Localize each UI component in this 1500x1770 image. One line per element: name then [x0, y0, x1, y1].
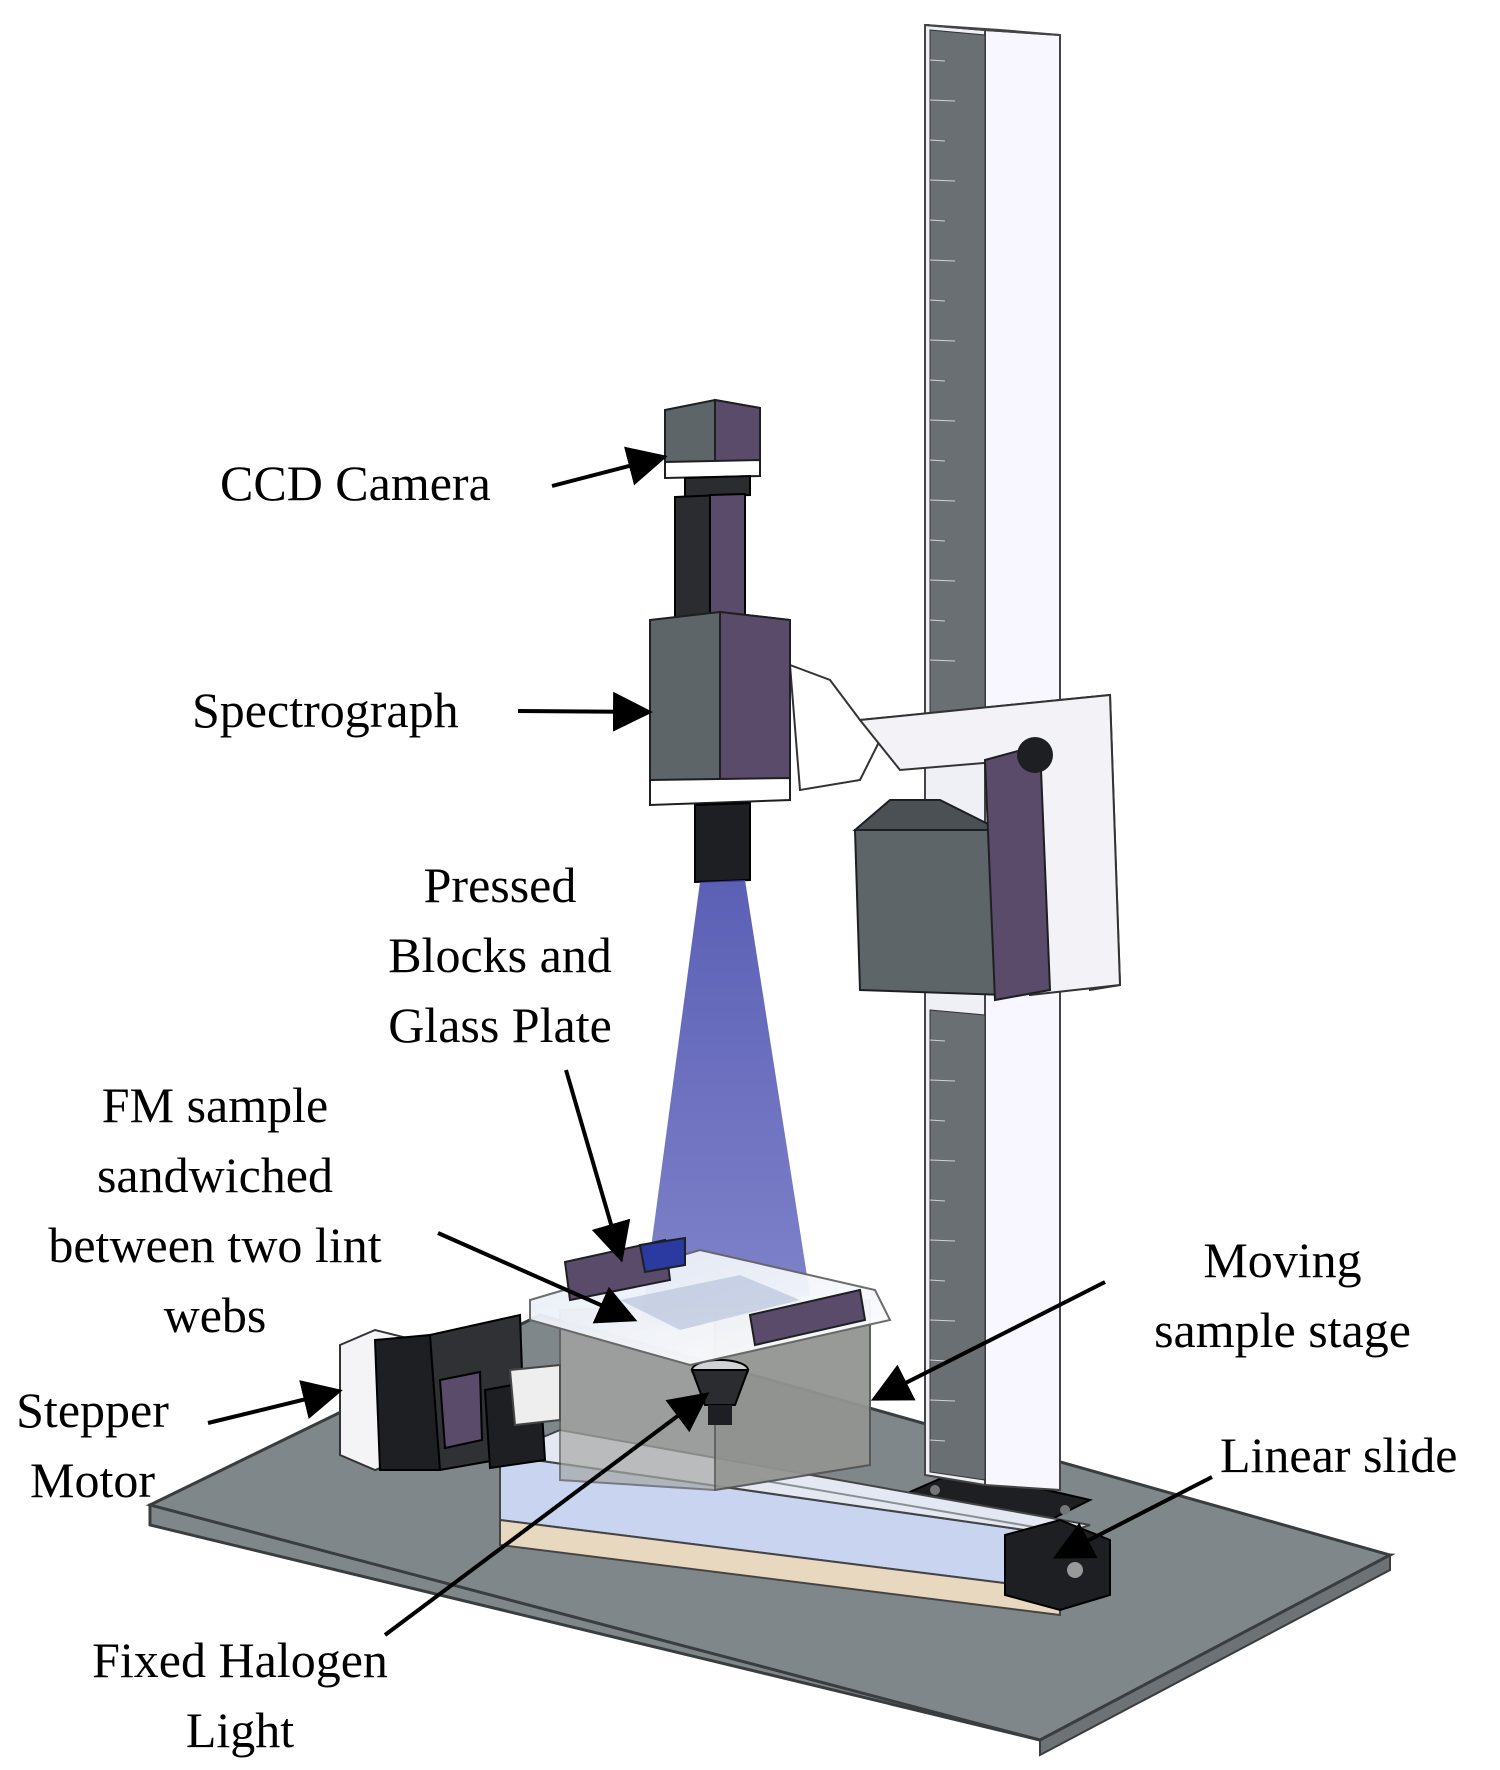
arrow-spectrograph [517, 691, 653, 732]
label-pressed-blocks: Pressed Blocks and Glass Plate [360, 850, 640, 1060]
label-fm-sample: FM sample sandwiched between two lint we… [10, 1070, 420, 1350]
arrow-fm-sample [437, 1231, 638, 1324]
arrow-linear-slide [1052, 1475, 1213, 1559]
arrow-stepper-motor [207, 1380, 343, 1425]
scale-strip-upper [929, 29, 986, 721]
label-fm-sample-line4: webs [163, 1287, 267, 1343]
label-fm-sample-line2: sandwiched [96, 1147, 334, 1203]
label-halogen-light: Fixed Halogen Light [60, 1625, 420, 1765]
spectrograph-body [649, 610, 791, 807]
lever-knob [1017, 737, 1053, 773]
slide-end-cap [1004, 1518, 1111, 1612]
label-moving-stage: Moving sample stage [1120, 1225, 1445, 1365]
label-stepper-motor: Stepper Motor [0, 1375, 185, 1515]
column-carriage [788, 663, 1122, 1002]
label-linear-slide: Linear slide [1220, 1420, 1457, 1490]
arrow-moving-stage [870, 1280, 1106, 1401]
label-spectrograph: Spectrograph [192, 675, 459, 745]
annotation-arrows [207, 446, 1213, 1637]
label-stepper-motor-line1: Stepper [16, 1382, 169, 1438]
label-pressed-blocks-line3: Glass Plate [388, 997, 612, 1053]
carriage-lever [983, 743, 1052, 1002]
label-ccd-camera: CCD Camera [220, 448, 491, 518]
label-moving-stage-line1: Moving [1203, 1232, 1362, 1288]
label-ccd-camera-text: CCD Camera [220, 455, 491, 511]
arrow-pressed-blocks [564, 1069, 631, 1263]
sample-stage [529, 1236, 892, 1492]
arrow-ccd-camera [551, 446, 668, 488]
objective-lens [694, 801, 751, 884]
label-fm-sample-line1: FM sample [101, 1077, 329, 1133]
pressed-block-right [748, 1288, 867, 1347]
ccd-camera-body [664, 398, 761, 499]
lint-web-sample [620, 1275, 800, 1330]
label-pressed-blocks-line2: Blocks and [388, 927, 612, 983]
optical-stack [640, 398, 810, 1330]
carriage-clamp-block [853, 829, 1007, 997]
label-halogen-light-line2: Light [185, 1702, 295, 1758]
label-spectrograph-text: Spectrograph [192, 682, 459, 738]
light-cone [640, 880, 810, 1330]
label-linear-slide-text: Linear slide [1220, 1427, 1458, 1483]
label-halogen-light-line1: Fixed Halogen [92, 1632, 388, 1688]
label-stepper-motor-line2: Motor [30, 1452, 155, 1508]
label-fm-sample-line3: between two lint [48, 1217, 382, 1273]
stepper-motor-body [339, 1313, 561, 1472]
label-moving-stage-line2: sample stage [1154, 1302, 1411, 1358]
arrow-halogen-light [383, 1392, 710, 1637]
label-pressed-blocks-line1: Pressed [423, 857, 577, 913]
